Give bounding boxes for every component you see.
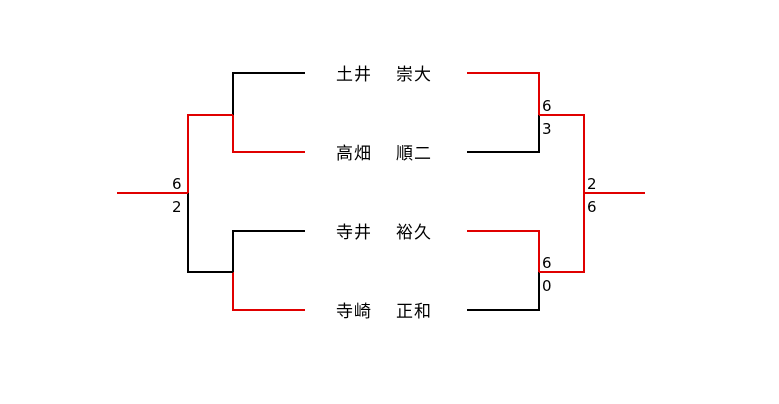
right-entry-player-4 (467, 272, 540, 311)
player-3-family: 寺井 (336, 223, 372, 243)
player-1-given: 崇大 (396, 65, 432, 85)
right-semi-top-to-final (539, 114, 585, 193)
left-final-score-top: 6 (172, 175, 182, 193)
right-match-1-score-bottom: 3 (542, 120, 552, 138)
right-final-score-top: 2 (587, 175, 597, 193)
right-match-2-score-bottom: 0 (542, 277, 552, 295)
right-semi-bottom-to-final (539, 193, 585, 273)
left-semi-bottom-to-final (187, 193, 233, 273)
left-entry-player-1 (232, 72, 305, 115)
left-entry-player-4 (232, 272, 305, 311)
player-2-family: 高畑 (336, 144, 372, 164)
right-entry-player-1 (467, 72, 540, 115)
left-entry-player-3 (232, 230, 305, 272)
player-4-family: 寺崎 (336, 302, 372, 322)
player-3-given: 裕久 (396, 223, 432, 243)
right-final-score-bottom: 6 (587, 198, 597, 216)
left-semi-top-to-final (187, 114, 233, 193)
player-2-given: 順二 (396, 144, 432, 164)
player-4-given: 正和 (396, 302, 432, 322)
left-entry-player-2 (232, 115, 305, 153)
player-1-family: 土井 (336, 65, 372, 85)
right-match-2-score-top: 6 (542, 254, 552, 272)
left-final-score-bottom: 2 (172, 198, 182, 216)
right-entry-player-3 (467, 230, 540, 272)
right-entry-player-2 (467, 115, 540, 153)
right-match-1-score-top: 6 (542, 97, 552, 115)
